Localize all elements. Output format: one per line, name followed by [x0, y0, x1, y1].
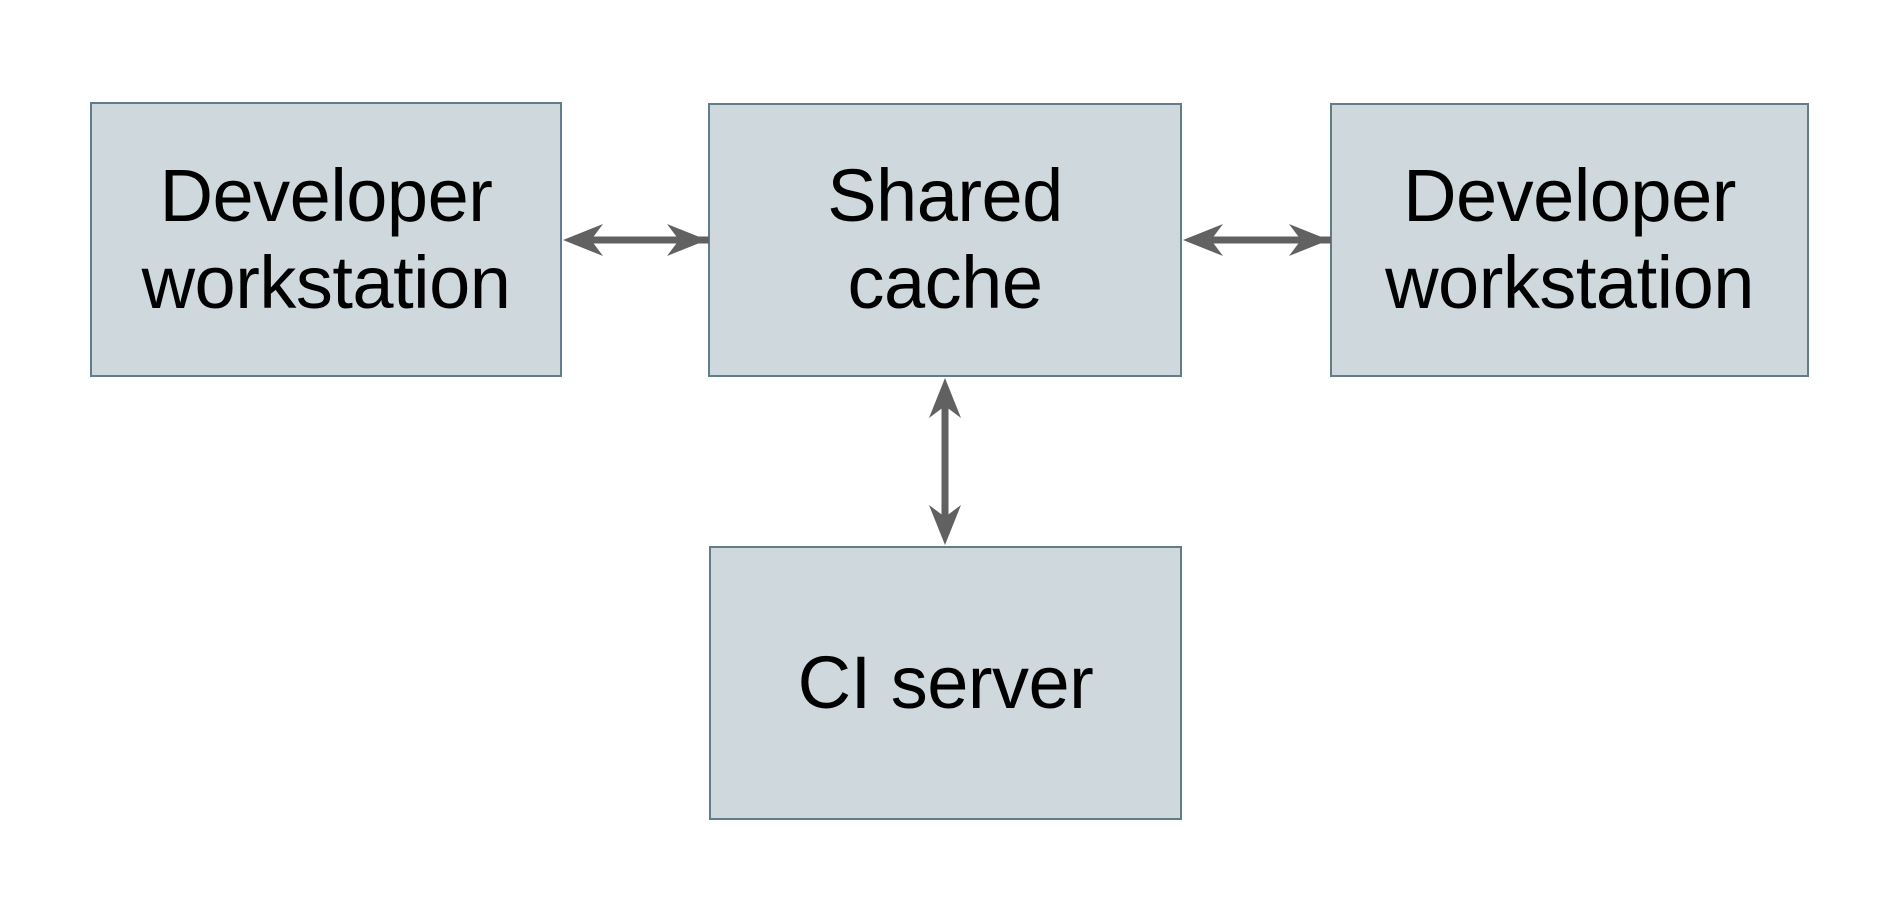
- node-label: Developer workstation: [141, 153, 511, 324]
- node-developer-workstation-left: Developer workstation: [90, 102, 562, 377]
- node-ci-server: CI server: [709, 546, 1182, 820]
- double-arrow-left-workstation-cache: [563, 224, 709, 256]
- node-developer-workstation-right: Developer workstation: [1330, 103, 1809, 377]
- node-label: Shared cache: [827, 154, 1063, 324]
- double-arrow-cache-ci-server: [929, 378, 961, 545]
- double-arrow-cache-right-workstation: [1183, 224, 1331, 256]
- node-label: Developer workstation: [1385, 154, 1754, 324]
- node-label: CI server: [797, 640, 1094, 724]
- node-shared-cache: Shared cache: [708, 103, 1182, 377]
